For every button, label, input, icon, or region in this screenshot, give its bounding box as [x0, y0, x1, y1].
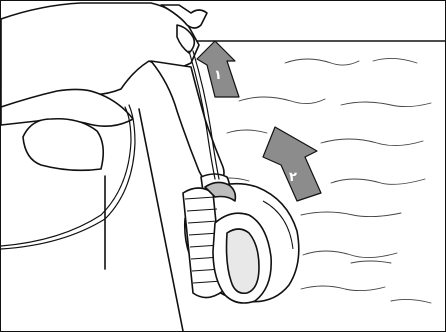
person [1, 3, 230, 199]
arrow-step-2 [263, 127, 321, 201]
pool-cleaner-robot [183, 182, 299, 303]
